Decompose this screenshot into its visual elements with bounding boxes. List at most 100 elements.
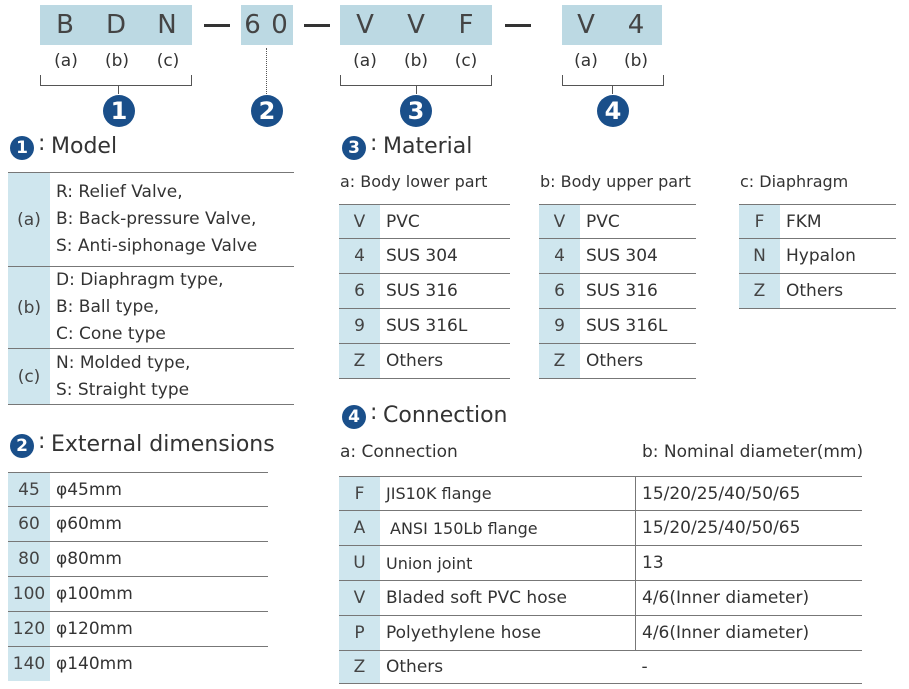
row-diameter: 4/6(Inner diameter) <box>635 580 862 616</box>
table-row: 100 φ100mm <box>8 576 268 612</box>
row-key: 140 <box>8 646 50 681</box>
table-row: F JIS10K flange 15/20/25/40/50/65 <box>339 476 862 511</box>
row-key: 6 <box>339 273 380 309</box>
row-key: 45 <box>8 472 50 507</box>
row-line: B: Ball type, <box>56 297 160 317</box>
row-key: (c) <box>8 348 50 405</box>
row-key: V <box>539 204 580 239</box>
row-key: V <box>339 204 380 239</box>
row-line: B: Back-pressure Valve, <box>56 209 257 229</box>
table-row: 140 φ140mm <box>8 646 268 681</box>
table-row: Z Others - <box>339 650 862 684</box>
material-diaphragm-label: c: Diaphragm <box>740 172 849 191</box>
section-number-badge: 4 <box>342 405 366 429</box>
row-diameter: 15/20/25/40/50/65 <box>635 510 862 546</box>
bracket <box>340 75 492 86</box>
row-value: R: Relief Valve, B: Back-pressure Valve,… <box>50 172 294 267</box>
material-upper-label: b: Body upper part <box>540 172 691 191</box>
table-row: A ANSI 150Lb flange 15/20/25/40/50/65 <box>339 510 862 546</box>
row-diameter: 15/20/25/40/50/65 <box>635 476 862 511</box>
marker-4-badge: 4 <box>597 95 629 127</box>
code-dash <box>505 24 531 27</box>
bracket-stem <box>416 86 417 94</box>
row-line: N: Molded type, <box>56 352 191 373</box>
row-line: S: Straight type <box>56 379 190 400</box>
table-row: Z Others <box>339 343 510 379</box>
table-row: 9 SUS 316L <box>339 308 510 344</box>
code-char: F <box>458 10 474 40</box>
code-box-material <box>340 5 492 45</box>
table-row: V Bladed soft PVC hose 4/6(Inner diamete… <box>339 580 862 616</box>
section-number-badge: 3 <box>342 136 366 160</box>
section-title-connection: Connection <box>383 403 508 428</box>
table-row: 9 SUS 316L <box>539 308 696 344</box>
table-row: 6 SUS 316 <box>339 273 510 309</box>
code-char: B <box>56 10 74 40</box>
row-diameter: 4/6(Inner diameter) <box>635 615 862 651</box>
table-row: 45 φ45mm <box>8 472 268 507</box>
section-title-material: Material <box>383 134 473 159</box>
section-colon: : <box>38 131 46 156</box>
row-value: φ140mm <box>56 653 133 674</box>
row-key: 9 <box>539 308 580 344</box>
row-name: Polyethylene hose <box>380 615 636 651</box>
code-sub-label: (a) <box>54 51 78 71</box>
table-row: N Hypalon <box>739 238 896 274</box>
section-colon: : <box>38 429 46 454</box>
table-row: (a) R: Relief Valve, B: Back-pressure Va… <box>8 172 294 267</box>
connection-a-label: a: Connection <box>340 442 458 462</box>
row-key: Z <box>339 650 380 684</box>
table-row: F FKM <box>739 204 896 239</box>
code-char: D <box>105 10 127 40</box>
code-sub-label: (b) <box>403 51 429 71</box>
row-value: SUS 316 <box>580 273 696 309</box>
table-row: P Polyethylene hose 4/6(Inner diameter) <box>339 615 862 651</box>
table-row: V PVC <box>539 204 696 239</box>
code-dash <box>204 24 230 27</box>
section-colon: : <box>370 131 378 156</box>
row-key: U <box>339 545 380 581</box>
row-key: 4 <box>539 238 580 274</box>
code-box-model <box>40 5 192 45</box>
code-dash <box>304 24 330 27</box>
row-key: 80 <box>8 541 50 577</box>
marker-2-badge: 2 <box>251 95 283 127</box>
row-diameter: 13 <box>635 545 862 581</box>
table-row: Z Others <box>539 343 696 379</box>
row-value: SUS 304 <box>380 238 510 274</box>
row-diameter: - <box>635 650 862 684</box>
row-key: Z <box>539 343 580 379</box>
code-char: 0 <box>271 10 288 40</box>
row-key: P <box>339 615 380 651</box>
code-box-dimension <box>241 5 293 45</box>
table-row: U Union joint 13 <box>339 545 862 581</box>
table-row: 4 SUS 304 <box>339 238 510 274</box>
material-upper-table: V PVC 4 SUS 304 6 SUS 316 9 SUS 316L Z O… <box>539 204 696 379</box>
table-row: V PVC <box>339 204 510 239</box>
row-name: Bladed soft PVC hose <box>380 580 636 616</box>
section-title-model: Model <box>51 134 118 159</box>
table-row: (c) N: Molded type, S: Straight type <box>8 348 294 405</box>
row-key: 6 <box>539 273 580 309</box>
row-key: (a) <box>8 172 50 267</box>
row-value: Others <box>780 273 896 309</box>
table-row: Z Others <box>739 273 896 309</box>
connection-b-label: b: Nominal diameter(mm) <box>642 442 864 462</box>
row-key: 4 <box>339 238 380 274</box>
row-name: Others <box>380 650 636 684</box>
model-table: (a) R: Relief Valve, B: Back-pressure Va… <box>8 172 294 405</box>
bracket <box>40 75 192 86</box>
code-char: V <box>407 10 425 40</box>
code-char: N <box>157 10 177 40</box>
row-line: D: Diaphragm type, <box>56 270 224 290</box>
row-key: 60 <box>8 506 50 542</box>
code-char: V <box>356 10 374 40</box>
row-name: JIS10K flange <box>380 476 636 511</box>
row-value: FKM <box>780 204 896 239</box>
row-key: N <box>739 238 780 274</box>
row-name: ANSI 150Lb flange <box>380 510 636 546</box>
section-number-badge: 2 <box>10 434 34 458</box>
section-colon: : <box>370 400 378 425</box>
row-value: SUS 304 <box>580 238 696 274</box>
row-value: Others <box>380 343 510 379</box>
